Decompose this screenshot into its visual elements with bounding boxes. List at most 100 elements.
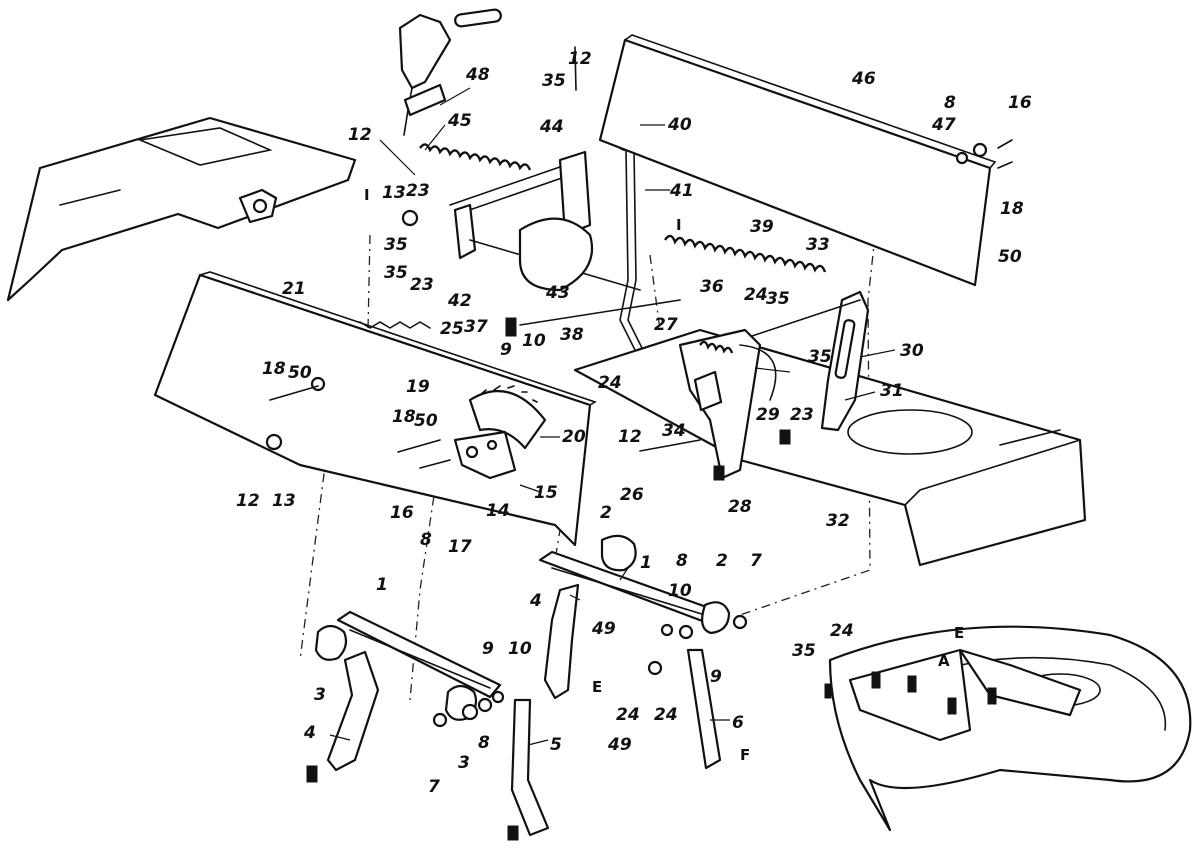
callout-label: 41 [669, 181, 694, 201]
marker-label: E [592, 678, 602, 696]
callout-label: 10 [508, 639, 532, 659]
callout-label: 35 [808, 347, 832, 367]
quadrant-plate [468, 385, 547, 450]
callout-label: 2 [600, 503, 612, 523]
callout-label: 8 [676, 551, 688, 571]
callout-label: 8 [944, 93, 956, 113]
callout-label: 14 [486, 501, 510, 521]
callout-labels: 1 1 2 2 3 3 4 4 5 6 7 7 8 8 8 8 9 9 9 10… [236, 49, 1032, 797]
spring-45 [419, 143, 532, 171]
callout-label: 6 [732, 713, 744, 733]
callout-label: 7 [428, 777, 440, 797]
callout-label: 50 [288, 363, 312, 383]
callout-label: 47 [931, 115, 956, 135]
letter-markers: I I E E F A [364, 186, 964, 764]
callout-label: 35 [792, 641, 816, 661]
marker-label: I [676, 216, 682, 234]
callout-label: 35 [384, 235, 408, 255]
callout-label: 18 [262, 359, 286, 379]
callout-label: 38 [560, 325, 584, 345]
callout-label: 40 [667, 115, 692, 135]
callout-label: 12 [348, 125, 372, 145]
callout-label: 13 [382, 183, 406, 203]
callout-label: 36 [700, 277, 724, 297]
callout-label: 27 [654, 315, 678, 335]
callout-label: 45 [447, 111, 472, 131]
marker-label: I [364, 186, 370, 204]
callout-label: 9 [482, 639, 494, 659]
callout-label: 12 [568, 49, 592, 69]
callout-label: 8 [420, 530, 432, 550]
callout-label: 4 [529, 591, 542, 611]
callout-label: 8 [478, 733, 490, 753]
callout-label: 9 [710, 667, 722, 687]
callout-label: 49 [607, 735, 632, 755]
callout-label: 35 [766, 289, 790, 309]
callout-label: 32 [826, 511, 850, 531]
callout-label: 50 [414, 411, 438, 431]
callout-label: 39 [750, 217, 774, 237]
callout-label: 49 [591, 619, 616, 639]
right-lever [739, 290, 870, 432]
marker-label: A [938, 652, 950, 670]
side-panel [153, 271, 597, 547]
center-lift-assembly [538, 534, 748, 770]
center-bracket [678, 328, 777, 480]
callout-label: 50 [998, 247, 1022, 267]
callout-label: 13 [272, 491, 296, 511]
callout-label: 21 [282, 279, 306, 299]
callout-label: 46 [851, 69, 876, 89]
callout-label: 1 [640, 553, 652, 573]
callout-label: 5 [550, 735, 562, 755]
mower-deck [828, 625, 1192, 832]
callout-label: 20 [562, 427, 586, 447]
callout-label: 3 [314, 685, 326, 705]
callout-label: 9 [500, 340, 512, 360]
callout-label: 35 [542, 71, 566, 91]
top-left-plate [6, 116, 357, 302]
callout-label: 43 [545, 283, 570, 303]
left-lift-assembly [314, 610, 550, 837]
callout-label: 24 [598, 373, 622, 393]
callout-label: 35 [384, 263, 408, 283]
rear-panel [598, 34, 997, 287]
hardware [265, 46, 1013, 841]
callout-label: 16 [390, 503, 414, 523]
callout-label: 37 [464, 317, 488, 337]
callout-label: 1 [376, 575, 388, 595]
callout-label: 24 [830, 621, 854, 641]
callout-label: 19 [406, 377, 430, 397]
callout-label: 33 [806, 235, 830, 255]
callout-label: 18 [1000, 199, 1024, 219]
upper-rod-assembly [398, 8, 502, 136]
callout-label: 23 [410, 275, 434, 295]
leader-lines [329, 87, 896, 746]
callout-label: 34 [662, 421, 686, 441]
callout-label: 24 [744, 285, 768, 305]
callout-label: 15 [534, 483, 558, 503]
callout-label: 24 [616, 705, 640, 725]
callout-label: 23 [406, 181, 430, 201]
callout-label: 44 [539, 117, 564, 137]
callout-label: 25 [440, 319, 464, 339]
marker-label: F [740, 746, 750, 764]
callout-label: 17 [448, 537, 472, 557]
callout-label: 42 [447, 291, 472, 311]
callout-label: 30 [900, 341, 924, 361]
callout-label: 10 [668, 581, 692, 601]
callout-label: 24 [654, 705, 678, 725]
callout-label: 4 [303, 723, 316, 743]
callout-label: 28 [728, 497, 752, 517]
marker-label: E [954, 624, 964, 642]
lower-bracket [453, 430, 517, 480]
callout-label: 26 [620, 485, 644, 505]
callout-label: 16 [1008, 93, 1032, 113]
callout-label: 12 [618, 427, 642, 447]
pivot-frame [449, 150, 681, 326]
callout-label: 10 [522, 331, 546, 351]
callout-label: 12 [236, 491, 260, 511]
callout-label: 18 [392, 407, 416, 427]
callout-label: 2 [716, 551, 728, 571]
